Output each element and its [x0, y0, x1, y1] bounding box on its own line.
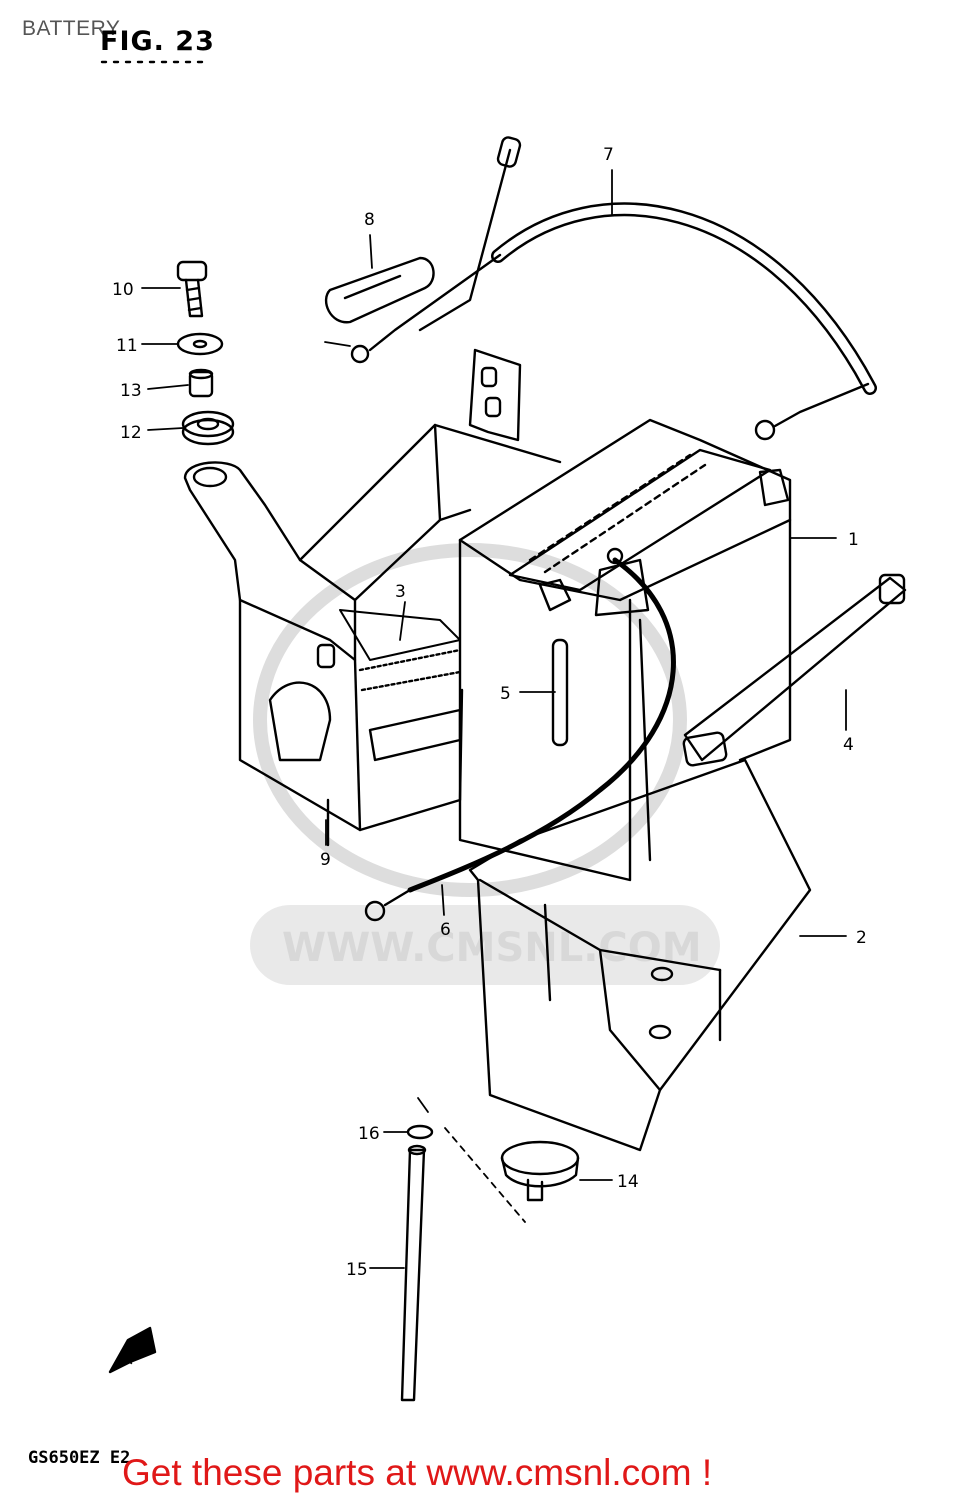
model-code: GS650EZ E2	[28, 1448, 131, 1468]
callout-5: 5	[500, 684, 511, 704]
callout-7: 7	[603, 145, 614, 165]
callout-16: 16	[358, 1124, 380, 1144]
forward-arrow-icon	[108, 1326, 157, 1374]
callout-9: 9	[320, 850, 331, 870]
part-12-grommet	[181, 410, 235, 446]
callout-12: 12	[120, 423, 142, 443]
callout-14: 14	[617, 1172, 639, 1192]
part-13-spacer	[188, 368, 214, 398]
part-16-clip	[406, 1124, 434, 1140]
part-10-bolt	[176, 260, 208, 318]
part-6-ground-cable	[364, 547, 676, 922]
page-label: BATTERY	[22, 17, 121, 40]
part-2-battery-case	[468, 758, 812, 1152]
part-1-battery	[458, 418, 792, 882]
callout-4: 4	[843, 735, 854, 755]
callout-labels: 1 2 3 4 5 6 7 8 9 10 11 13 12 14 15 16 F…	[112, 145, 867, 1369]
assembly-guide-lines	[324, 341, 526, 1223]
callout-15: 15	[346, 1260, 368, 1280]
callout-3: 3	[395, 582, 406, 602]
part-7-battery-cable	[350, 136, 877, 441]
leader-lines	[141, 169, 847, 1269]
callout-13: 13	[120, 381, 142, 401]
part-11-washer	[176, 332, 224, 356]
callout-2: 2	[856, 928, 867, 948]
callout-10: 10	[112, 280, 134, 300]
callout-8: 8	[364, 210, 375, 230]
part-9-battery-holder	[183, 348, 562, 847]
watermark: WWW.CMSNL.COM	[250, 543, 720, 985]
part-15-drain-hose	[400, 1144, 427, 1402]
part-4-battery-strap	[682, 573, 907, 767]
part-14-drain-plug	[500, 1140, 580, 1202]
figure-title: FIG. 23	[100, 26, 215, 57]
watermark-text: WWW.CMSNL.COM	[282, 925, 702, 971]
promo-link[interactable]: Get these parts at www.cmsnl.com !	[122, 1452, 713, 1493]
callout-11: 11	[116, 336, 138, 356]
part-8-terminal-cover	[324, 256, 435, 324]
callout-1: 1	[848, 530, 859, 550]
callout-6: 6	[440, 920, 451, 940]
